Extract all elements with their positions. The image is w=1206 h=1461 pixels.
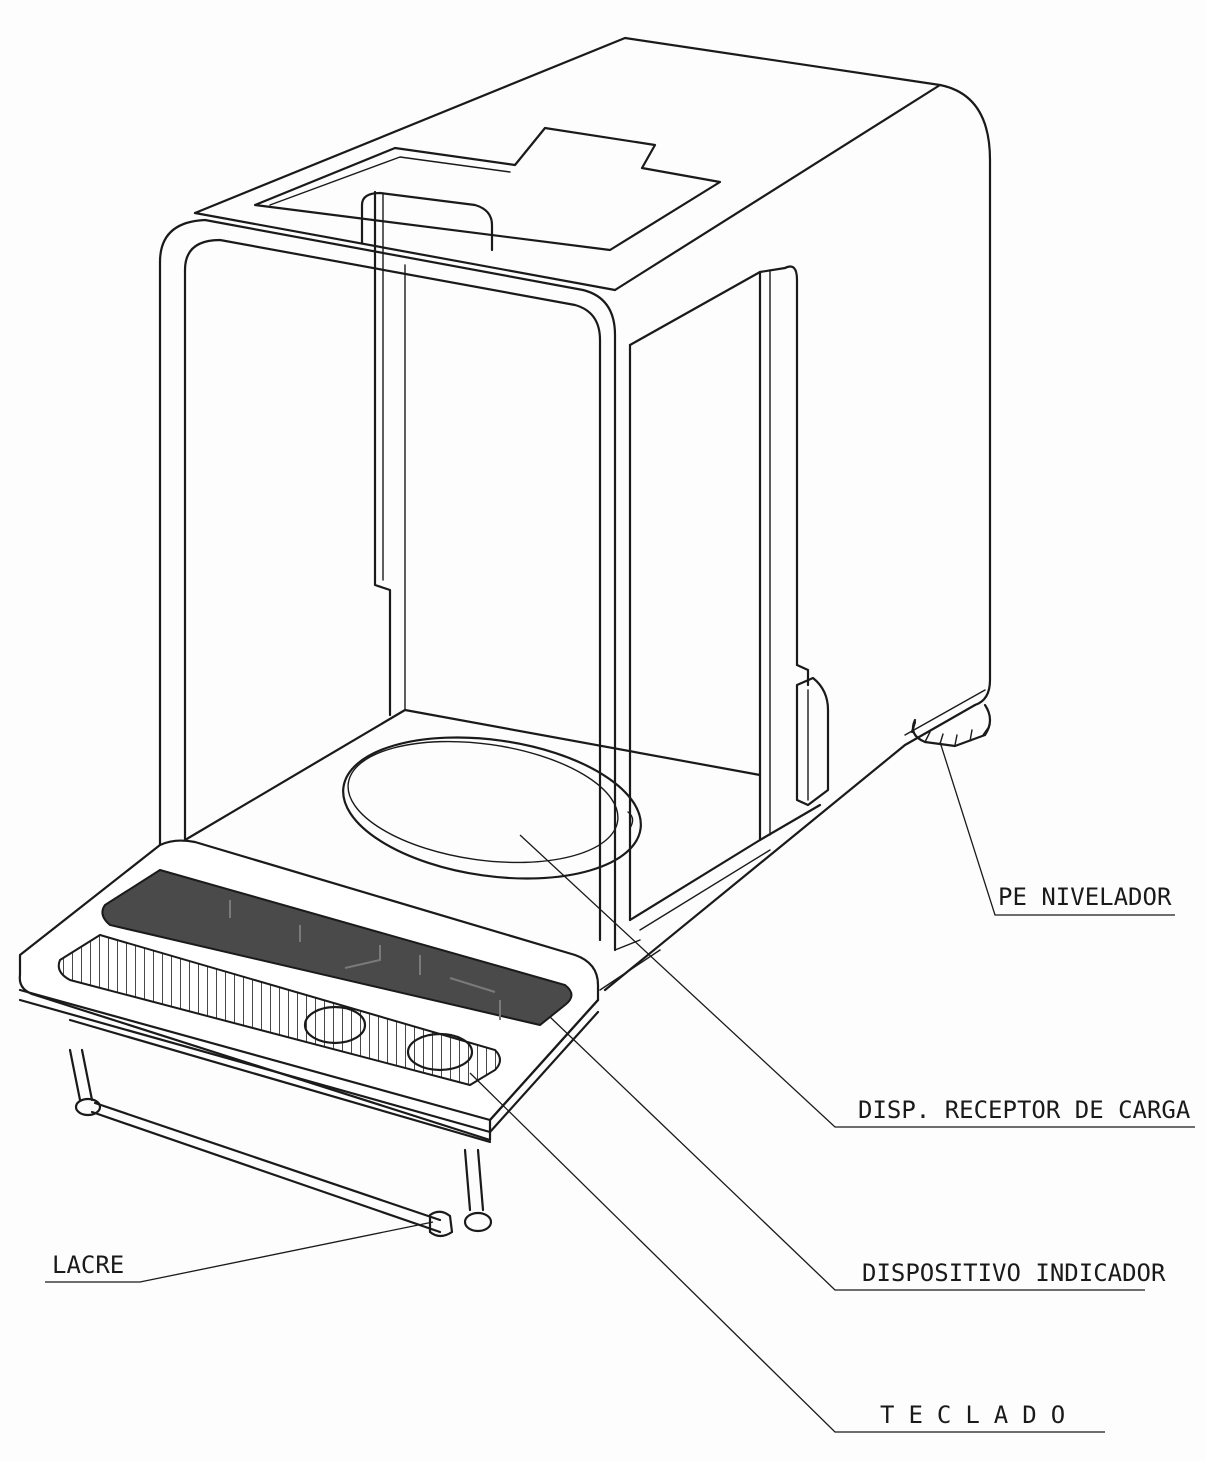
weighing-pan: [342, 736, 642, 880]
right-door: [628, 265, 830, 922]
top-window: [253, 126, 722, 252]
label-seal: LACRE: [52, 1251, 124, 1279]
cabinet-housing: [193, 36, 992, 992]
labels: PE NIVELADOR DISP. RECEPTOR DE CARGA DIS…: [52, 883, 1191, 1429]
leader-seal: [45, 1221, 434, 1283]
front-frame: [158, 218, 617, 952]
label-load-receptor: DISP. RECEPTOR DE CARGA: [858, 1096, 1191, 1124]
label-keyboard: TECLADO: [880, 1401, 1079, 1429]
console-legs: [68, 1048, 493, 1238]
leader-lines: [45, 741, 1195, 1433]
display-panel: [101, 868, 573, 1027]
leader-keyboard: [469, 1072, 1105, 1433]
left-door-rail: [373, 190, 406, 717]
chamber-floor: [183, 708, 822, 991]
label-indicator: DISPOSITIVO INDICADOR: [862, 1259, 1166, 1287]
leveling-foot: [910, 703, 992, 748]
top-door-handle: [360, 191, 494, 252]
keypad: [57, 933, 501, 1087]
leader-indicator: [549, 1016, 1145, 1291]
label-leveling-foot: PE NIVELADOR: [998, 883, 1172, 911]
leader-load-receptor: [519, 834, 1195, 1128]
leader-leveling-foot: [939, 741, 1175, 916]
